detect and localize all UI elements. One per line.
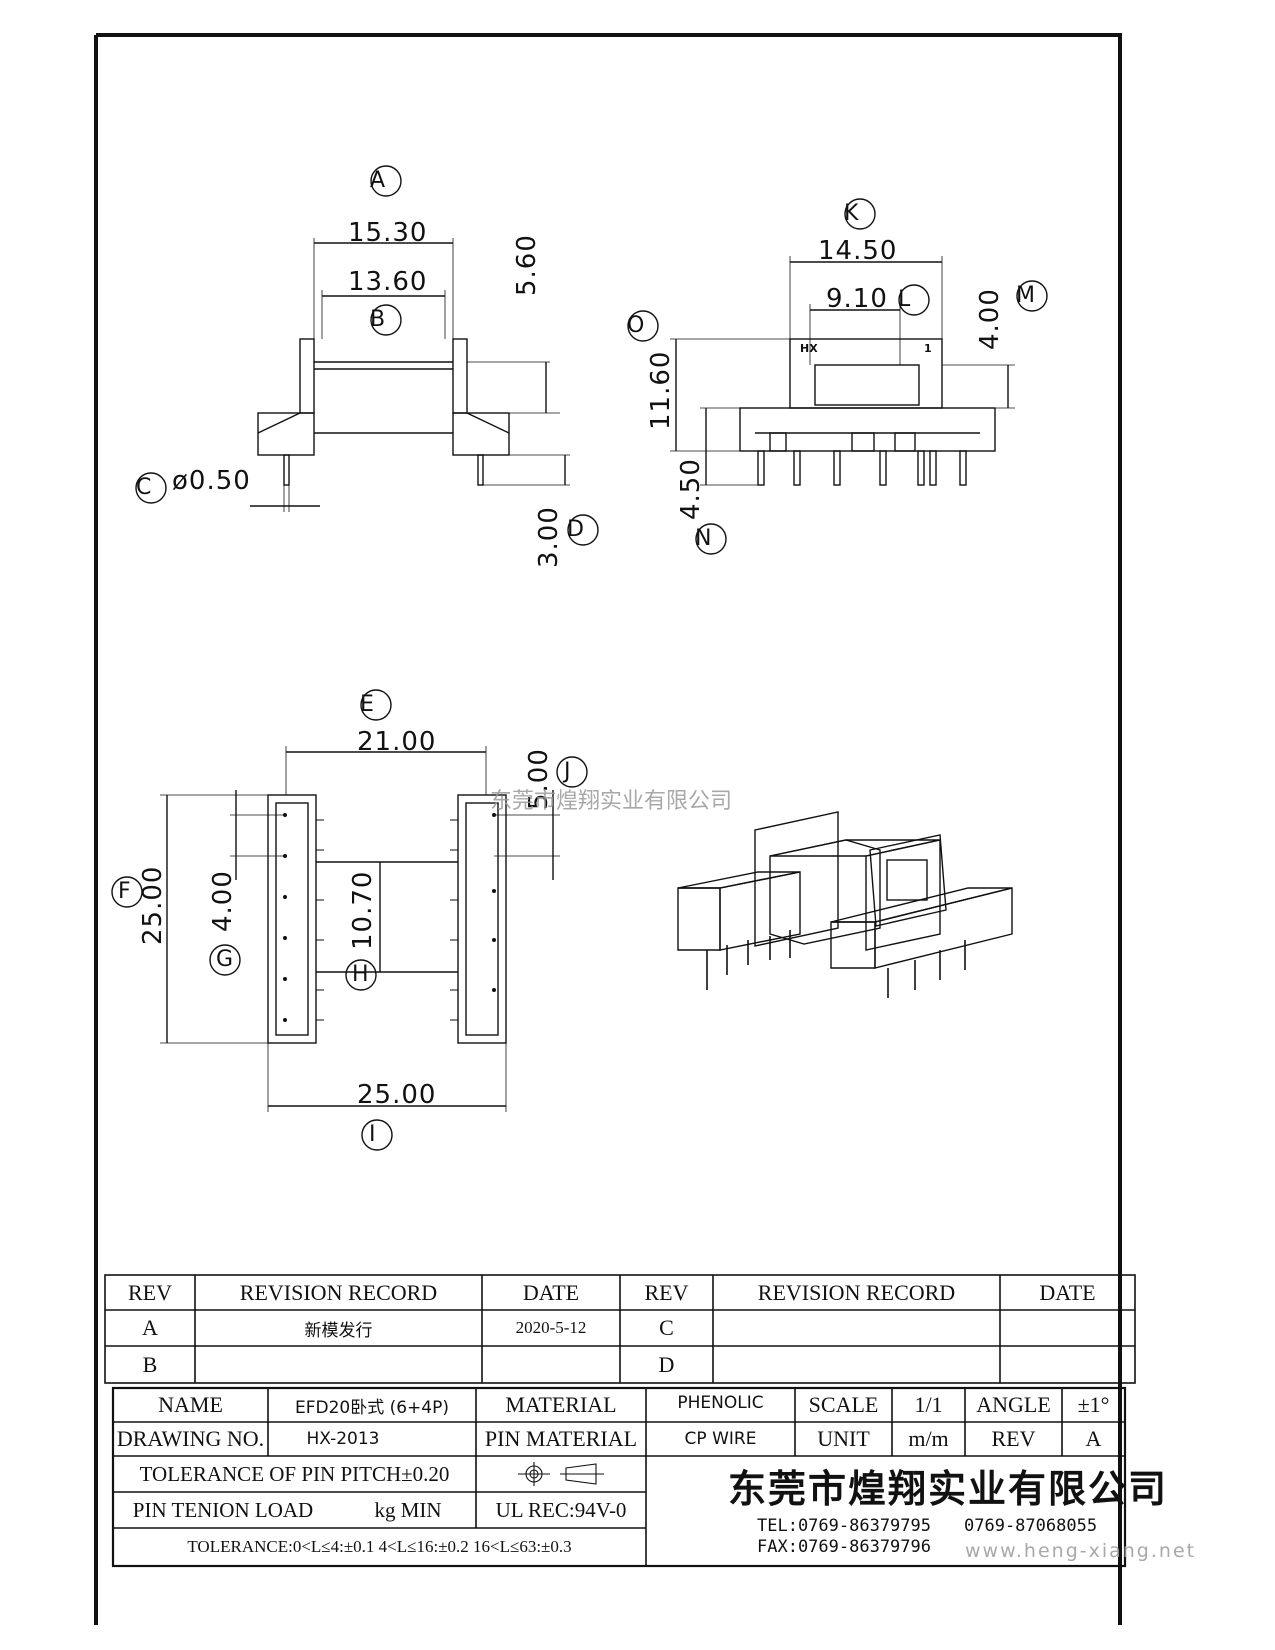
label-j: J	[564, 759, 572, 784]
label-a: A	[370, 168, 387, 193]
dim-n-value: 4.50	[676, 458, 706, 520]
rev-value: A	[1085, 1426, 1102, 1451]
tolerance-pitch: TOLERANCE OF PIN PITCH±0.20	[139, 1461, 450, 1486]
mark-pin-one: 1	[924, 342, 932, 355]
isometric-view	[677, 811, 1013, 998]
site-watermark: www.heng-xiang.net	[965, 1540, 1197, 1562]
dim-o-value: 11.60	[646, 350, 676, 430]
company-name: 东莞市煌翔实业有限公司	[728, 1466, 1169, 1511]
label-f: F	[118, 879, 132, 904]
material-label: MATERIAL	[505, 1392, 617, 1417]
projection-symbol-icon	[518, 1462, 604, 1486]
pin-tension-label: PIN TENION LOAD	[132, 1497, 314, 1522]
drawing-no-label: DRAWING NO.	[116, 1426, 265, 1451]
dim-a-value: 15.30	[348, 218, 428, 248]
date-d	[1000, 1346, 1135, 1383]
dim-pinlen-value: 3.00	[534, 506, 564, 568]
pin-material-label: PIN MATERIAL	[484, 1426, 638, 1451]
unit-label: UNIT	[817, 1426, 870, 1451]
dim-m-value: 4.00	[975, 288, 1005, 350]
revision-record-b	[195, 1346, 482, 1383]
front-view	[135, 165, 599, 546]
label-e: E	[360, 692, 375, 717]
label-m: M	[1016, 283, 1036, 308]
dim-h-value: 5.60	[512, 234, 542, 296]
rev-header-1: REV	[128, 1279, 172, 1305]
dim-e-value: 21.00	[357, 727, 437, 757]
label-c: C	[136, 475, 153, 500]
revision-record-a: 新模发行	[304, 1320, 373, 1341]
revision-record-d	[713, 1346, 1000, 1383]
rev-c: C	[659, 1315, 674, 1340]
label-k: K	[844, 201, 860, 226]
top-view	[111, 689, 588, 1151]
angle-label: ANGLE	[976, 1392, 1051, 1417]
revision-table-grid	[104, 1274, 1136, 1384]
dim-i-value: 25.00	[357, 1080, 437, 1110]
label-b: B	[370, 307, 387, 332]
name-label: NAME	[158, 1392, 223, 1417]
label-h: H	[352, 962, 370, 987]
side-view	[627, 198, 1048, 555]
dim-f-value: 25.00	[138, 865, 168, 945]
pin-material-value: CP WIRE	[684, 1429, 757, 1449]
material-value: PHENOLIC	[677, 1393, 764, 1413]
tel-2: 0769-87068055	[964, 1516, 1098, 1536]
date-header-1: DATE	[522, 1279, 580, 1305]
date-c	[1000, 1310, 1135, 1346]
label-n: N	[695, 526, 713, 551]
rev-b: B	[142, 1351, 158, 1377]
dim-pin-value: ø0.50	[172, 466, 251, 496]
revision-record-header-1: REVISION RECORD	[239, 1279, 438, 1305]
rev-header-2: REV	[644, 1279, 689, 1305]
sheet-frame	[94, 33, 1122, 1625]
rev-d: D	[658, 1351, 675, 1377]
dim-h2-value: 10.70	[348, 870, 378, 950]
drawing-no-value: HX-2013	[306, 1429, 380, 1449]
pin-tension-unit: kg MIN	[374, 1497, 442, 1522]
date-a: 2020-5-12	[515, 1318, 587, 1337]
dim-k-value: 14.50	[818, 236, 898, 266]
tolerance-range: TOLERANCE:0<L≤4:±0.1 4<L≤16:±0.2 16<L≤63…	[187, 1537, 572, 1556]
label-g: G	[216, 947, 235, 972]
unit-value: m/m	[908, 1426, 949, 1451]
scale-value: 1/1	[914, 1392, 943, 1417]
rev-a: A	[142, 1315, 158, 1340]
revision-record-header-2: REVISION RECORD	[757, 1279, 956, 1305]
label-d: D	[567, 517, 585, 542]
date-b	[482, 1346, 620, 1383]
dim-l-value: 9.10	[826, 284, 888, 314]
angle-value: ±1°	[1077, 1392, 1110, 1417]
ul-rec: UL REC:94V-0	[495, 1497, 627, 1522]
label-o: O	[627, 313, 646, 338]
company-watermark: 东莞市煌翔实业有限公司	[490, 789, 733, 814]
label-l: L	[898, 287, 912, 312]
dim-b-value: 13.60	[348, 267, 428, 297]
title-block-grid	[111, 1386, 1127, 1568]
mark-hx: HX	[800, 342, 818, 355]
scale-label: SCALE	[808, 1392, 879, 1417]
label-i: I	[369, 1122, 377, 1147]
rev-label: REV	[991, 1426, 1036, 1451]
name-value: EFD20卧式 (6+4P)	[294, 1397, 450, 1418]
dim-g-value: 4.00	[208, 870, 238, 932]
fax: FAX:0769-86379796	[757, 1537, 931, 1557]
revision-record-c	[713, 1310, 1000, 1346]
tel: TEL:0769-86379795	[757, 1516, 931, 1536]
date-header-2: DATE	[1039, 1279, 1096, 1305]
